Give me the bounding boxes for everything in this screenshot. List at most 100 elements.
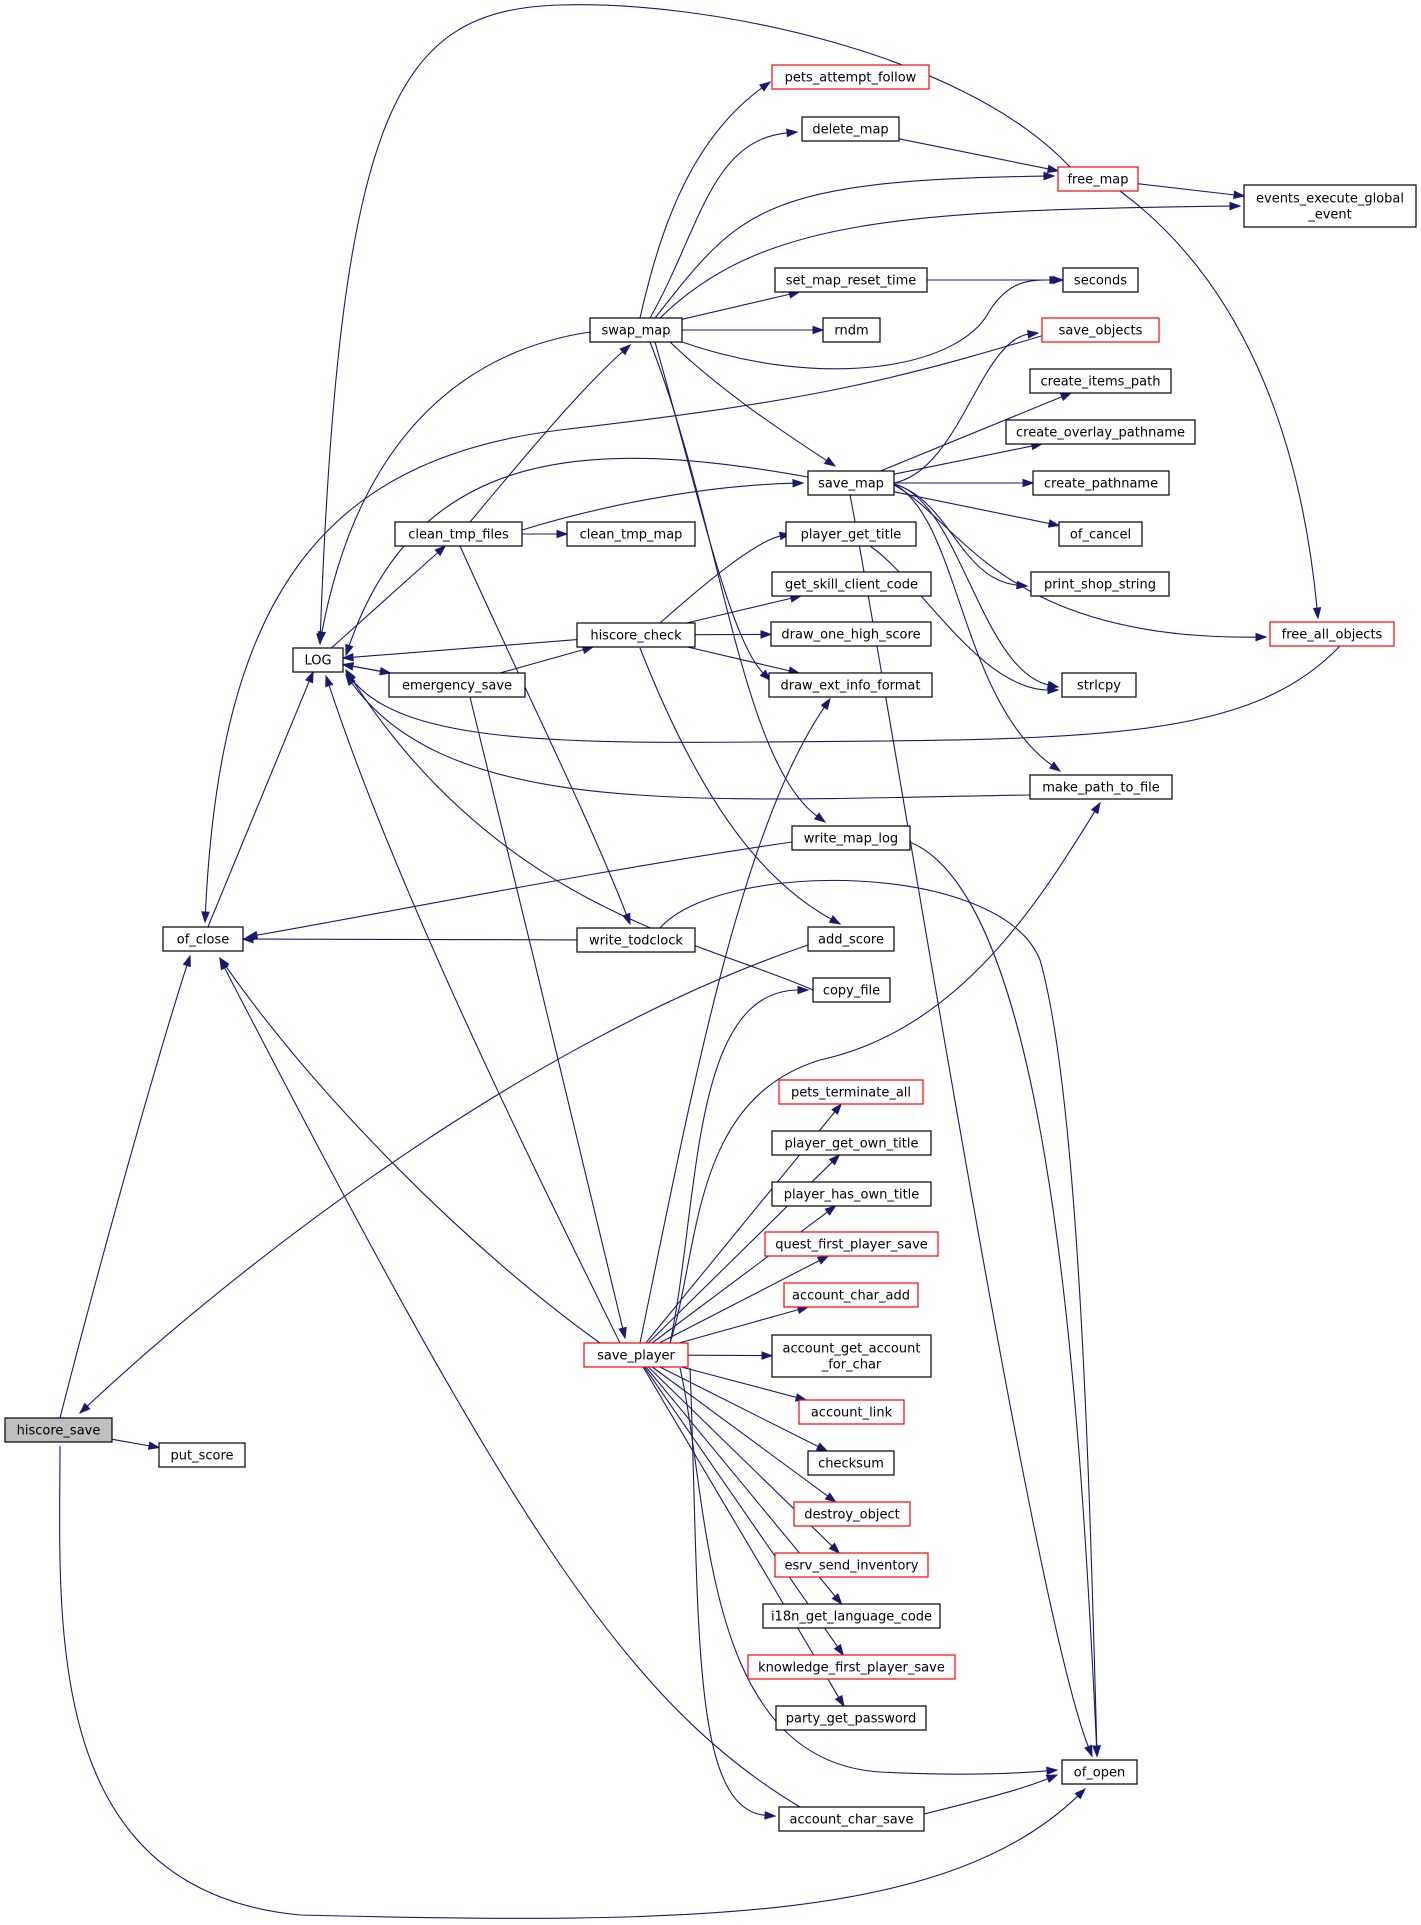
node-make_path_to_file[interactable]: make_path_to_file <box>1029 774 1173 800</box>
edge-save_map-to-LOG <box>345 457 809 657</box>
edge-line <box>893 445 1034 475</box>
node-label: free_map <box>1067 173 1128 188</box>
node-box <box>1029 774 1173 800</box>
node-of_open[interactable]: of_open <box>1061 1759 1138 1785</box>
node-clean_tmp_files[interactable]: clean_tmp_files <box>394 521 523 547</box>
node-account_link[interactable]: account_link <box>798 1399 905 1425</box>
node-write_todclock[interactable]: write_todclock <box>576 927 696 953</box>
edge-swap_map-to-pets_attempt_follow <box>639 81 772 319</box>
node-label: seconds <box>1074 274 1127 289</box>
node-quest_first_player_save[interactable]: quest_first_player_save <box>764 1231 939 1257</box>
edge-arrowhead <box>1016 580 1029 590</box>
edge-arrowhead <box>1043 171 1056 181</box>
node-box <box>4 1417 113 1443</box>
node-get_skill_client_code[interactable]: get_skill_client_code <box>771 571 932 597</box>
node-box <box>1058 521 1143 547</box>
node-checksum[interactable]: checksum <box>807 1450 895 1476</box>
node-party_get_password[interactable]: party_get_password <box>775 1705 927 1731</box>
node-hiscore_check[interactable]: hiscore_check <box>576 622 696 648</box>
node-put_score[interactable]: put_score <box>158 1442 246 1468</box>
node-destroy_object[interactable]: destroy_object <box>793 1501 911 1527</box>
edge-emergency_save-to-LOG <box>341 662 391 674</box>
edge-arrowhead <box>1059 392 1073 401</box>
node-label: pets_terminate_all <box>791 1086 911 1101</box>
node-player_get_own_title[interactable]: player_get_own_title <box>771 1130 932 1156</box>
node-of_cancel[interactable]: of_cancel <box>1058 521 1143 547</box>
node-draw_one_high_score[interactable]: draw_one_high_score <box>770 621 932 647</box>
edge-line <box>880 395 1064 472</box>
node-box <box>394 521 523 547</box>
node-create_pathname[interactable]: create_pathname <box>1032 470 1170 496</box>
node-hiscore_save[interactable]: hiscore_save <box>4 1417 113 1443</box>
node-delete_map[interactable]: delete_map <box>801 116 900 142</box>
node-account_char_add[interactable]: account_char_add <box>783 1282 919 1308</box>
edge-player_get_title-to-strlcpy <box>869 545 1060 695</box>
edge-arrowhead <box>1046 1766 1059 1776</box>
node-box <box>822 317 881 343</box>
edge-arrowhead <box>1312 607 1322 620</box>
edge-save_player-to-account_get_account_for_char <box>687 1351 774 1360</box>
node-box <box>771 64 930 90</box>
node-clean_tmp_map[interactable]: clean_tmp_map <box>566 521 696 547</box>
node-box <box>589 317 683 343</box>
edge-line <box>469 696 624 1330</box>
node-add_score[interactable]: add_score <box>807 926 895 952</box>
edge-swap_map-to-delete_map <box>649 128 799 319</box>
edge-line <box>669 341 828 462</box>
node-strlcpy[interactable]: strlcpy <box>1061 672 1137 698</box>
node-free_all_objects[interactable]: free_all_objects <box>1269 621 1395 647</box>
edge-save_player-to-copy_file <box>669 985 810 1344</box>
node-box <box>807 926 895 952</box>
node-label: account_get_account <box>783 1342 921 1357</box>
node-rndm[interactable]: rndm <box>822 317 881 343</box>
node-account_char_save[interactable]: account_char_save <box>778 1806 925 1832</box>
node-save_map[interactable]: save_map <box>807 470 895 496</box>
node-pets_terminate_all[interactable]: pets_terminate_all <box>778 1079 924 1105</box>
node-seconds[interactable]: seconds <box>1062 267 1139 293</box>
edge-line <box>651 1366 829 1498</box>
node-box <box>791 825 911 851</box>
edge-arrowhead <box>824 1205 837 1216</box>
node-emergency_save[interactable]: emergency_save <box>388 672 526 698</box>
node-write_map_log[interactable]: write_map_log <box>791 825 911 851</box>
node-create_overlay_pathname[interactable]: create_overlay_pathname <box>1005 419 1196 445</box>
node-LOG[interactable]: LOG <box>292 647 344 673</box>
node-box <box>785 521 917 547</box>
edge-line <box>251 938 578 941</box>
node-swap_map[interactable]: swap_map <box>589 317 683 343</box>
node-player_has_own_title[interactable]: player_has_own_title <box>771 1181 932 1207</box>
node-knowledge_first_player_save[interactable]: knowledge_first_player_save <box>747 1654 956 1680</box>
node-box <box>1057 166 1139 192</box>
node-events_execute_global_event[interactable]: events_execute_global_event <box>1243 184 1417 228</box>
node-esrv_send_inventory[interactable]: esrv_send_inventory <box>774 1552 929 1578</box>
node-label: put_score <box>170 1449 233 1464</box>
node-label: LOG <box>304 654 331 669</box>
node-copy_file[interactable]: copy_file <box>812 977 891 1003</box>
node-draw_ext_info_format[interactable]: draw_ext_info_format <box>768 672 933 698</box>
node-i18n_get_language_code[interactable]: i18n_get_language_code <box>762 1603 941 1629</box>
edge-hiscore_save-to-of_close <box>59 954 191 1419</box>
edge-save_map-to-create_pathname <box>894 478 1035 488</box>
node-save_objects[interactable]: save_objects <box>1041 317 1160 343</box>
node-player_get_title[interactable]: player_get_title <box>785 521 917 547</box>
node-label: _event <box>1307 208 1352 223</box>
node-label: destroy_object <box>804 1508 899 1523</box>
edge-line <box>86 944 809 1408</box>
node-box <box>1243 184 1417 228</box>
node-free_map[interactable]: free_map <box>1057 166 1139 192</box>
node-account_get_account_for_char[interactable]: account_get_account_for_char <box>771 1334 932 1378</box>
edge-line <box>351 639 578 658</box>
node-of_close[interactable]: of_close <box>162 926 244 952</box>
node-box <box>1030 571 1170 597</box>
node-print_shop_string[interactable]: print_shop_string <box>1030 571 1170 597</box>
node-pets_attempt_follow[interactable]: pets_attempt_follow <box>771 64 930 90</box>
edge-arrowhead <box>1255 632 1268 642</box>
edge-arrowhead <box>1047 519 1061 528</box>
edge-arrowhead <box>797 985 810 995</box>
node-label: strlcpy <box>1077 679 1121 694</box>
node-box <box>583 1342 689 1368</box>
edge-line <box>639 706 826 1344</box>
node-set_map_reset_time[interactable]: set_map_reset_time <box>774 267 928 293</box>
node-save_player[interactable]: save_player <box>583 1342 689 1368</box>
node-create_items_path[interactable]: create_items_path <box>1029 368 1172 394</box>
